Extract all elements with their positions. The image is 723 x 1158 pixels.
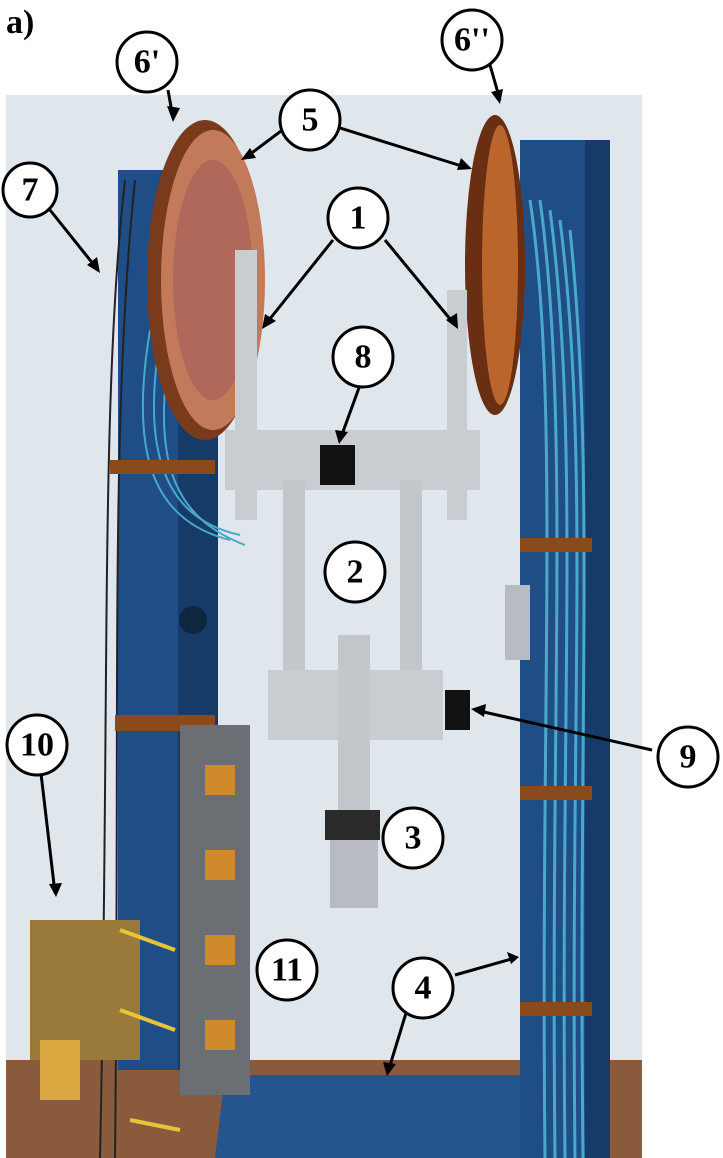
base-plate bbox=[215, 1075, 540, 1158]
callout-10: 10 bbox=[20, 727, 54, 764]
callout-11: 11 bbox=[271, 952, 303, 989]
cable-tie bbox=[110, 460, 215, 474]
right-column-bearing bbox=[505, 585, 530, 660]
callout-5: 5 bbox=[302, 102, 319, 139]
cable-tie bbox=[520, 1002, 592, 1016]
right-cable-bundle bbox=[528, 199, 586, 1158]
callout-7: 7 bbox=[22, 172, 39, 209]
callout-8: 8 bbox=[355, 339, 372, 376]
callout-1: 1 bbox=[350, 200, 367, 237]
callout-6-double-prime: 6'' bbox=[454, 22, 490, 59]
left-column-hole bbox=[179, 606, 207, 634]
callout-3: 3 bbox=[405, 820, 422, 857]
upper-motor bbox=[320, 445, 355, 485]
right-column-side bbox=[585, 140, 610, 1158]
callout-2: 2 bbox=[347, 554, 364, 591]
cable-tie bbox=[520, 786, 592, 800]
callout-9: 9 bbox=[680, 739, 697, 776]
link-left bbox=[283, 480, 305, 670]
driver-transformers bbox=[205, 765, 235, 1050]
controller-box bbox=[40, 1040, 80, 1100]
end-link bbox=[338, 635, 370, 820]
lower-motor bbox=[445, 690, 470, 730]
right-disk-coils bbox=[482, 125, 518, 405]
controller-board bbox=[30, 920, 140, 1060]
callout-6-prime: 6' bbox=[134, 44, 160, 81]
callout-circles bbox=[1, 8, 720, 1020]
callout-4: 4 bbox=[415, 970, 432, 1007]
left-disk-inner bbox=[173, 160, 253, 400]
panel-label: a) bbox=[6, 4, 35, 41]
link-right bbox=[400, 480, 422, 670]
yellow-leads bbox=[119, 928, 181, 1132]
arrowheads bbox=[49, 89, 519, 1076]
end-effector bbox=[330, 840, 378, 908]
end-clamp bbox=[325, 810, 380, 840]
cable-tie bbox=[520, 538, 592, 552]
